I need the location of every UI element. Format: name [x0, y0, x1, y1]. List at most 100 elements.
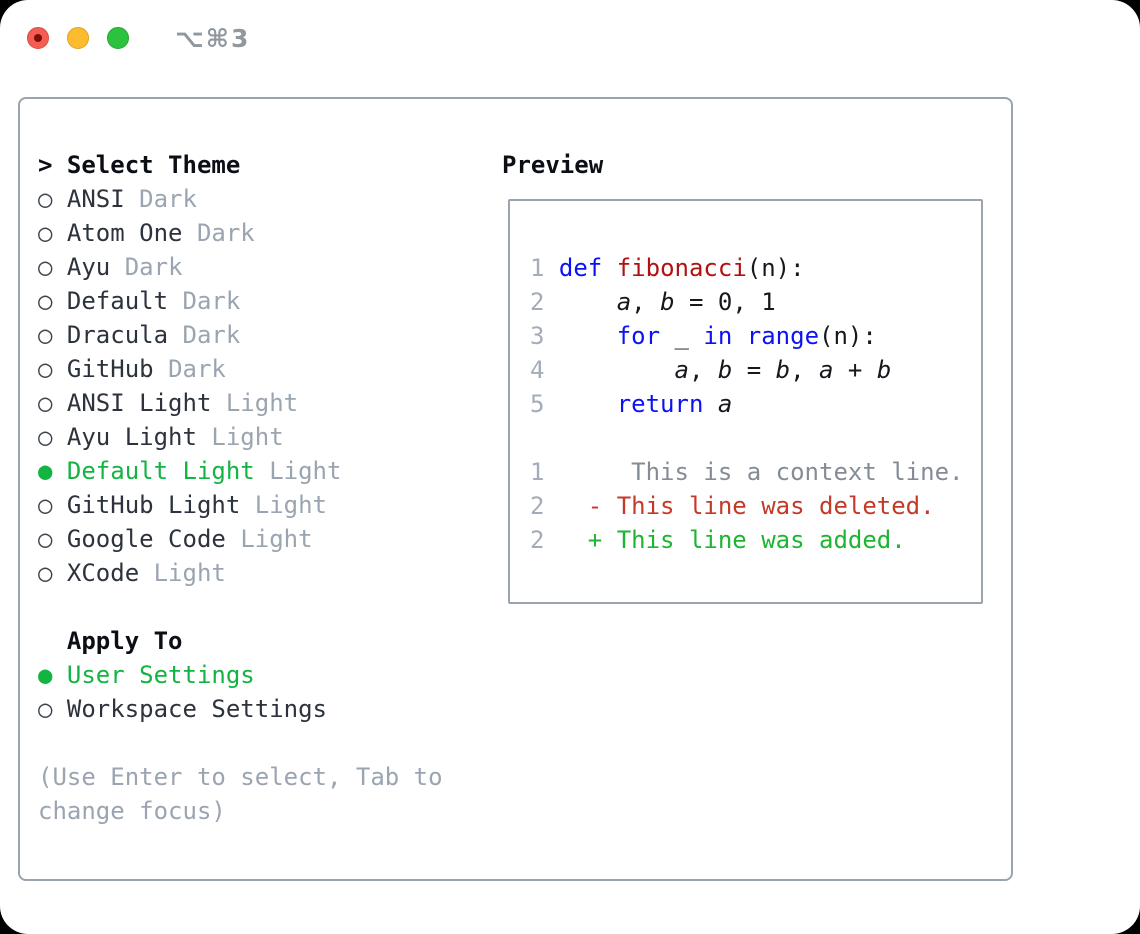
code-token: b	[660, 288, 675, 316]
theme-option-google-code[interactable]: ○ Google Code Light	[38, 522, 478, 556]
theme-variant-label: Dark	[124, 253, 183, 281]
code-token: b	[775, 356, 791, 384]
apply-option-workspace-settings[interactable]: ○ Workspace Settings	[38, 692, 478, 726]
preview-line: 5 return a	[530, 387, 981, 421]
theme-option-github-light[interactable]: ○ GitHub Light Light	[38, 488, 478, 522]
theme-variant-label: Light	[211, 423, 284, 451]
code-token: return	[616, 390, 704, 418]
radio-icon: ○	[38, 423, 53, 451]
line-number: 2	[530, 288, 545, 316]
code-token: _	[660, 322, 704, 350]
theme-option-xcode[interactable]: ○ XCode Light	[38, 556, 478, 590]
theme-option-atom-one[interactable]: ○ Atom One Dark	[38, 216, 478, 250]
close-button[interactable]	[27, 27, 49, 49]
apply-option-label: User Settings	[66, 661, 255, 689]
code-token: ,	[688, 356, 718, 384]
theme-variant-label: Light	[240, 525, 313, 553]
theme-variant-label: Light	[269, 457, 342, 485]
theme-option-ansi[interactable]: ○ ANSI Dark	[38, 182, 478, 216]
code-token	[544, 356, 674, 384]
code-token	[544, 390, 616, 418]
theme-option-label: GitHub	[66, 355, 154, 383]
radio-icon: ○	[38, 695, 53, 723]
apply-option-user-settings[interactable]: ● User Settings	[38, 658, 478, 692]
theme-option-ansi-light[interactable]: ○ ANSI Light Light	[38, 386, 478, 420]
radio-icon: ○	[38, 321, 53, 349]
code-token: b	[876, 356, 892, 384]
code-token: a	[674, 356, 689, 384]
line-number: 1	[530, 254, 545, 282]
theme-variant-label: Light	[225, 389, 299, 417]
theme-option-ayu-light[interactable]: ○ Ayu Light Light	[38, 420, 478, 454]
theme-variant-label: Light	[254, 491, 327, 519]
code-token: =	[732, 356, 776, 384]
line-number: 1	[530, 458, 545, 486]
preview-line: 2 + This line was added.	[530, 523, 981, 557]
code-token: range	[746, 322, 820, 350]
code-token	[732, 322, 746, 350]
code-token	[544, 288, 616, 316]
theme-option-label: Default	[66, 287, 169, 315]
line-number: 2	[530, 526, 545, 554]
line-number: 2	[530, 492, 545, 520]
code-token: (n):	[746, 254, 805, 282]
radio-icon: ○	[38, 253, 53, 281]
theme-variant-label: Dark	[182, 287, 241, 315]
theme-option-label: ANSI	[66, 185, 125, 213]
line-number: 3	[530, 322, 545, 350]
theme-option-dracula[interactable]: ○ Dracula Dark	[38, 318, 478, 352]
theme-option-github[interactable]: ○ GitHub Dark	[38, 352, 478, 386]
theme-option-default[interactable]: ○ Default Dark	[38, 284, 478, 318]
code-token: +	[833, 356, 877, 384]
code-token	[544, 254, 558, 282]
radio-icon: ○	[38, 355, 53, 383]
radio-icon: ○	[38, 185, 53, 213]
apply-to-list: ● User Settings○ Workspace Settings	[38, 658, 478, 726]
code-token: b	[717, 356, 733, 384]
code-token: fibonacci	[616, 254, 747, 282]
radio-selected-icon: ●	[38, 457, 53, 485]
select-theme-header: > Select Theme	[38, 148, 478, 182]
theme-variant-label: Dark	[139, 185, 197, 213]
theme-variant-label: Dark	[168, 355, 226, 383]
theme-option-ayu[interactable]: ○ Ayu Dark	[38, 250, 478, 284]
apply-option-label: Workspace Settings	[66, 695, 327, 723]
code-token: a	[616, 288, 632, 316]
code-token: a	[819, 356, 834, 384]
theme-picker-panel: > Select Theme ○ ANSI Dark○ Atom One Dar…	[18, 97, 1013, 881]
theme-option-default-light[interactable]: ● Default Light Light	[38, 454, 478, 488]
radio-icon: ○	[38, 525, 53, 553]
preview-line: 2 a, b = 0, 1	[530, 285, 981, 319]
code-token: - This line was deleted.	[544, 492, 935, 520]
code-token	[602, 254, 616, 282]
theme-option-label: Ayu Light	[66, 423, 197, 451]
spacer	[38, 590, 478, 624]
theme-variant-label: Light	[153, 559, 226, 587]
theme-option-label: Google Code	[66, 525, 226, 553]
theme-option-label: ANSI Light	[66, 389, 212, 417]
radio-icon: ○	[38, 219, 53, 247]
zoom-button[interactable]	[107, 27, 129, 49]
theme-option-label: Dracula	[66, 321, 169, 349]
preview-line: 2 - This line was deleted.	[530, 489, 981, 523]
theme-variant-label: Dark	[196, 219, 255, 247]
code-token	[703, 390, 717, 418]
radio-selected-icon: ●	[38, 661, 53, 689]
theme-option-label: XCode	[66, 559, 140, 587]
preview-line	[530, 421, 981, 455]
prompt-caret-icon: >	[38, 151, 53, 179]
code-token: def	[558, 254, 603, 282]
theme-select-column: > Select Theme ○ ANSI Dark○ Atom One Dar…	[38, 148, 478, 828]
theme-option-label: Ayu	[66, 253, 111, 281]
code-token: for	[616, 322, 661, 350]
preview-header: Preview	[502, 151, 604, 179]
code-token: a	[717, 390, 733, 418]
theme-option-label: GitHub Light	[66, 491, 241, 519]
keyboard-hint: (Use Enter to select, Tab to change focu…	[38, 763, 443, 825]
theme-option-label: Atom One	[66, 219, 183, 247]
radio-icon: ○	[38, 559, 53, 587]
minimize-button[interactable]	[67, 27, 89, 49]
traffic-lights	[27, 27, 147, 49]
